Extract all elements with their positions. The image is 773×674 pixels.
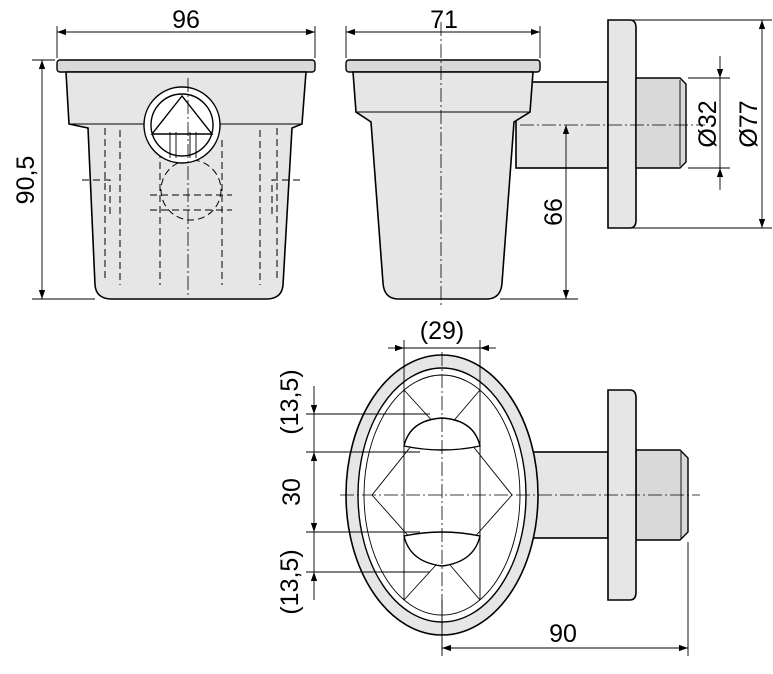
- dim-d32-label: Ø32: [694, 100, 722, 147]
- dim-90-label: 90: [549, 620, 577, 648]
- front-hidden-lines: [82, 128, 300, 285]
- front-rim: [56, 59, 316, 73]
- direction-arrow-icon: [150, 94, 214, 135]
- dim-96-label: 96: [172, 6, 200, 34]
- top-slot-upper: [403, 417, 481, 451]
- front-hidden-circle: [160, 159, 222, 221]
- front-view: 96 90,5: [12, 6, 316, 300]
- dim-d77-label: Ø77: [735, 100, 763, 147]
- side-body: [352, 71, 534, 300]
- top-construction-lines: [371, 389, 513, 601]
- dim-66-label: 66: [540, 198, 568, 226]
- top-slot-lower: [403, 531, 481, 567]
- dim-30-label: 30: [278, 478, 306, 506]
- dim-90-5-label: 90,5: [12, 156, 40, 205]
- front-body: [65, 71, 307, 300]
- dim-13-5-upper-label: (13,5): [276, 369, 304, 434]
- dim-13-5-lower-label: (13,5): [276, 549, 304, 614]
- dim-29-label: (29): [420, 317, 464, 345]
- side-flange: [607, 19, 637, 229]
- dim-71-label: 71: [430, 6, 458, 34]
- top-view: (29) (13,5) 30 (13,5) 90: [276, 317, 700, 656]
- side-spigot: [635, 77, 687, 169]
- side-rim: [345, 59, 541, 73]
- side-view: 71 66 Ø32 Ø77: [345, 6, 772, 306]
